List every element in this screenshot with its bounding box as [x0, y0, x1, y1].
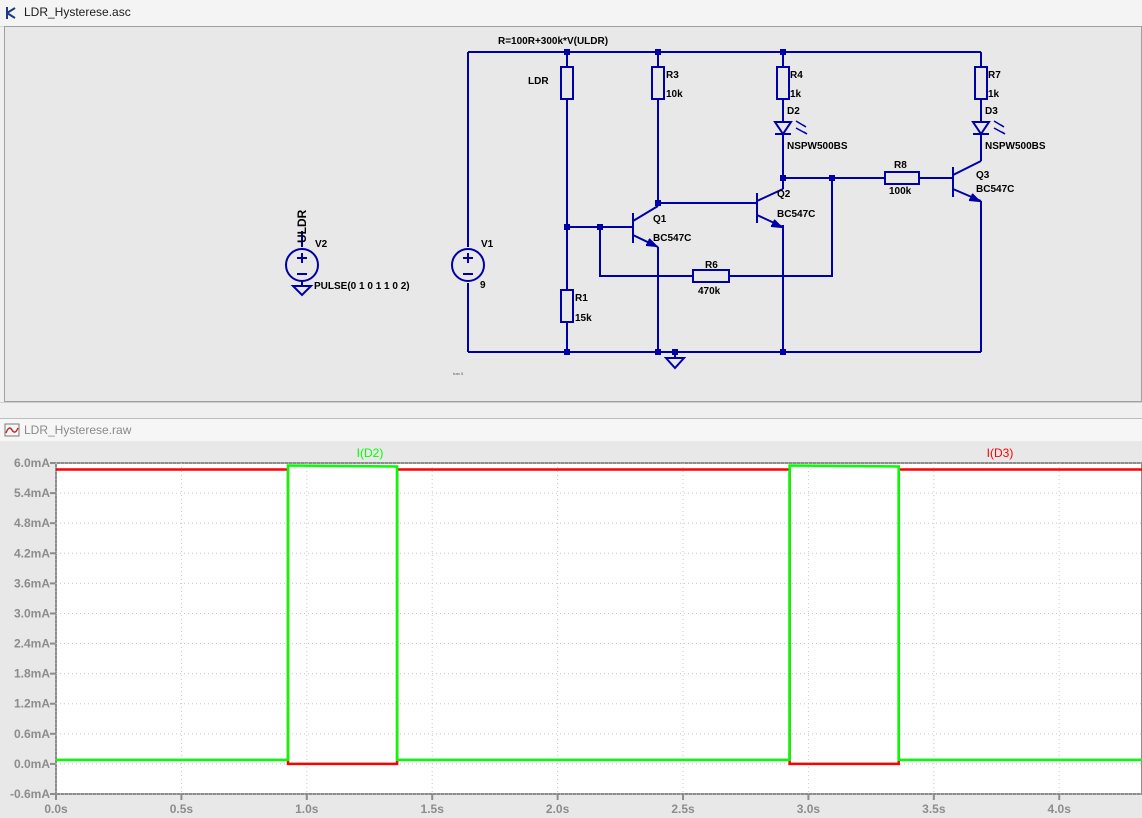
waveform-icon	[4, 423, 20, 437]
resistor-bodies	[560, 66, 988, 323]
r8-value: 100k	[889, 186, 912, 197]
r4-value: 1k	[790, 89, 802, 100]
v1-name: V1	[481, 239, 494, 250]
x-tick-label: 3.0s	[797, 802, 821, 816]
r8-name: R8	[894, 160, 907, 171]
y-tick-label: 1.2mA	[14, 697, 50, 711]
schematic-labels: R=100R+300k*V(ULDR) LDR R1 15k R3 10k R4…	[295, 36, 1046, 376]
v1-value: 9	[480, 280, 486, 291]
r7-resistor	[974, 66, 988, 100]
x-tick-label: 0.0s	[44, 802, 68, 816]
y-tick-label: 1.8mA	[14, 667, 50, 681]
directive-text: R=100R+300k*V(ULDR)	[498, 36, 608, 47]
q2-value: BC547C	[777, 209, 815, 220]
r1-resistor	[560, 289, 574, 323]
y-tick-label: 3.0mA	[14, 606, 50, 620]
v2-name: V2	[315, 239, 328, 250]
series-line-id2	[56, 464, 1142, 762]
y-tick-label: 6.0mA	[14, 456, 50, 470]
r7-name: R7	[988, 70, 1001, 81]
y-tick-label: 0.6mA	[14, 727, 50, 741]
r1-value: 15k	[575, 313, 592, 324]
r1-name: R1	[575, 293, 588, 304]
d2-name: D2	[787, 106, 800, 117]
schematic-title-bar[interactable]: LDR_Hysterese.asc	[0, 0, 1142, 27]
q3-value: BC547C	[976, 184, 1014, 195]
transistor-symbols	[632, 160, 982, 248]
r4-resistor	[776, 66, 790, 100]
r6-resistor	[692, 269, 730, 283]
r3-name: R3	[666, 70, 679, 81]
v1-source	[451, 248, 485, 282]
waveform-title: LDR_Hysterese.raw	[24, 423, 132, 437]
ground-symbols	[290, 285, 687, 370]
voltage-sources	[285, 231, 485, 287]
uldr-net-label: ULDR	[295, 209, 309, 243]
schematic-wires	[467, 51, 982, 353]
d2-value: NSPW500BS	[787, 141, 848, 152]
legend-id3: I(D3)	[987, 446, 1014, 460]
y-tick-label: 3.6mA	[14, 576, 50, 590]
legend-id2: I(D2)	[357, 446, 384, 460]
y-tick-label: 5.4mA	[14, 486, 50, 500]
y-tick-label: -0.6mA	[10, 787, 50, 801]
schematic-icon	[6, 7, 16, 19]
x-tick-label: 3.5s	[922, 802, 946, 816]
led-symbols	[773, 120, 1006, 136]
d3-value: NSPW500BS	[985, 141, 1046, 152]
ldr-label: LDR	[528, 76, 549, 87]
waveform-canvas[interactable]: 6.0mA 5.4mA 4.8mA 4.2mA 3.6mA 3.0mA 2.4mA 1.8mA…	[0, 441, 1142, 818]
r3-value: 10k	[666, 89, 683, 100]
r8-resistor	[884, 171, 920, 185]
x-tick-label: 4.0s	[1048, 802, 1072, 816]
r6-name: R6	[705, 260, 718, 271]
x-tick-label: 2.0s	[546, 802, 570, 816]
y-tick-label: 2.4mA	[14, 637, 50, 651]
x-tick-label: 1.0s	[295, 802, 319, 816]
x-tick-label: 2.5s	[671, 802, 695, 816]
x-tick-label: 0.5s	[170, 802, 194, 816]
y-tick-label: 0.0mA	[14, 757, 50, 771]
q1-name: Q1	[653, 214, 667, 225]
v2-value: PULSE(0 1 0 1 1 0 2)	[314, 281, 410, 292]
q1-value: BC547C	[653, 233, 691, 244]
window-splitter[interactable]	[0, 402, 1142, 419]
r7-value: 1k	[988, 89, 1000, 100]
schematic-drawing: R=100R+300k*V(ULDR) LDR R1 15k R3 10k R4…	[285, 36, 1046, 376]
schematic-title: LDR_Hysterese.asc	[24, 5, 131, 19]
waveform-title-bar[interactable]: LDR_Hysterese.raw	[0, 419, 1142, 442]
y-tick-label: 4.2mA	[14, 546, 50, 560]
x-tick-label: 1.5s	[421, 802, 445, 816]
r6-value: 470k	[698, 286, 721, 297]
d3-name: D3	[985, 106, 998, 117]
q3-name: Q3	[976, 170, 990, 181]
y-tick-label: 4.8mA	[14, 516, 50, 530]
q2-name: Q2	[777, 189, 791, 200]
tran-directive: tran 5	[453, 371, 464, 376]
waveform-plot: 6.0mA 5.4mA 4.8mA 4.2mA 3.6mA 3.0mA 2.4mA 1.8mA…	[10, 446, 1142, 816]
plot-area	[55, 462, 1142, 795]
ldr-resistor	[560, 66, 574, 100]
r3-resistor	[651, 66, 665, 100]
r4-name: R4	[790, 70, 803, 81]
schematic-canvas[interactable]: R=100R+300k*V(ULDR) LDR R1 15k R3 10k R4…	[4, 26, 1142, 402]
